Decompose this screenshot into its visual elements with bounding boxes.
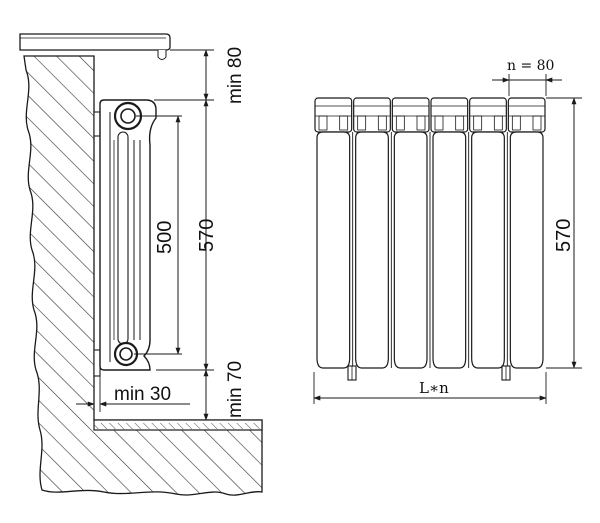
connector-top [113, 101, 143, 131]
label-length: L∗n [419, 379, 449, 397]
side-view: min 80 570 500 min 70 min 30 [19, 33, 263, 496]
radiator-section [506, 97, 546, 369]
label-height: 570 [196, 219, 218, 252]
front-view: n = 80 570 L∗n [313, 58, 582, 404]
radiator-section [468, 97, 507, 369]
connector-bottom [113, 341, 139, 367]
wall-section [23, 55, 263, 496]
radiator-section [429, 97, 469, 369]
label-min-top: min 80 [225, 47, 246, 104]
label-front-height: 570 [553, 219, 575, 252]
radiator-side-profile [99, 99, 157, 371]
label-min-bottom: min 70 [225, 361, 246, 418]
label-section-width: n = 80 [507, 58, 554, 74]
radiator-section [314, 97, 353, 369]
radiator-sections [314, 97, 546, 369]
label-min-wall: min 30 [114, 384, 171, 405]
plug-left [347, 365, 357, 381]
floor-slab [93, 419, 263, 431]
label-center-distance: 500 [154, 221, 176, 254]
plug-right [501, 365, 511, 381]
window-sill [19, 33, 171, 60]
radiator-section [352, 97, 391, 369]
radiator-section [390, 97, 430, 369]
